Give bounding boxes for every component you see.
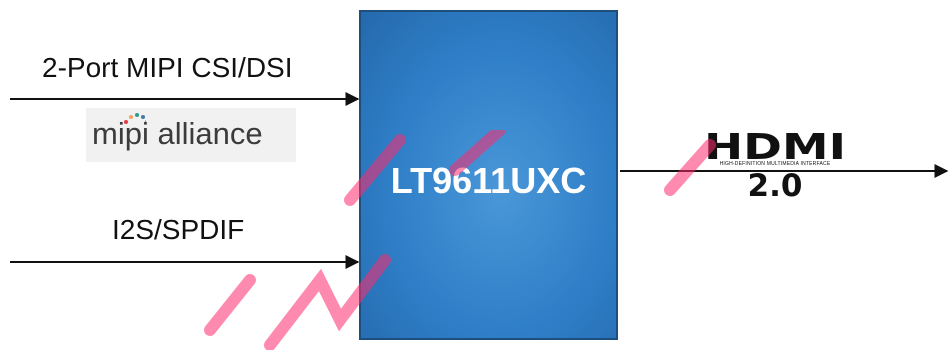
mipi-dots-icon [124, 113, 146, 124]
hdmi-logo-word: HDMI [704, 130, 846, 162]
chip-name: LT9611UXC [390, 160, 587, 201]
input-label-mipi: 2-Port MIPI CSI/DSI [42, 52, 293, 83]
hdmi-version: 2.0 [747, 168, 803, 204]
mipi-alliance-logo: mipi alliance [86, 108, 296, 162]
input-label-audio: I2S/SPDIF [112, 214, 245, 245]
mipi-logo-text: mipi alliance [92, 116, 263, 151]
chip-block: LT9611UXC [359, 10, 618, 340]
hdmi-wordmark-icon: HDMI [704, 127, 846, 168]
hdmi-tagline: HIGH-DEFINITION MULTIMEDIA INTERFACE [719, 161, 831, 167]
hdmi-logo: HDMI HIGH-DEFINITION MULTIMEDIA INTERFAC… [700, 127, 850, 204]
